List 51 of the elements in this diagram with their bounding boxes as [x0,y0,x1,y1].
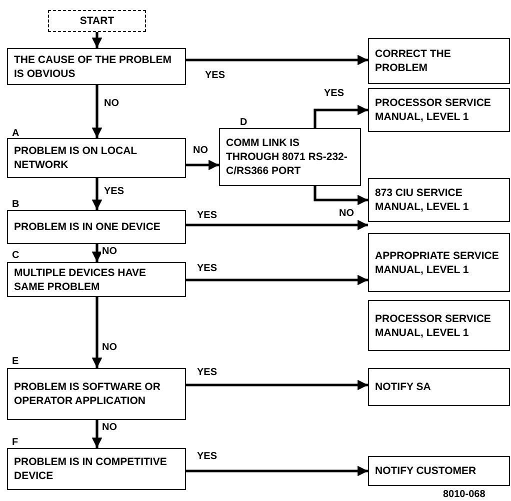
step-letter: D [240,117,248,128]
arrow [92,32,102,48]
process-box [368,88,510,132]
arrow [186,274,368,286]
box-text: NOTIFY SA [375,380,431,394]
arrow [92,420,102,448]
box-text: START [80,14,114,28]
process-box [368,456,510,486]
step-letter: A [12,128,20,139]
box-text: PROBLEM IS SOFTWARE OR OPERATOR APPLICATION [14,380,162,408]
arrow [186,54,368,66]
box-text: NOTIFY CUSTOMER [375,464,476,478]
arrow [186,466,368,476]
process-box [368,233,510,292]
arrow [186,160,219,170]
box-text: THE CAUSE OF THE PROBLEM IS OBVIOUS [14,52,173,80]
step-letter: E [12,356,19,367]
arrow [92,297,102,368]
process-box [368,368,510,406]
process-box [7,448,186,490]
box-text: 873 CIU SERVICE MANUAL, LEVEL 1 [375,186,470,214]
arrow [92,85,102,138]
box-text: CORRECT THE PROBLEM [375,47,452,75]
step-letter: F [12,437,18,448]
arrow [186,380,368,390]
process-box [219,128,361,186]
box-text: APPROPRIATE SERVICE MANUAL, LEVEL 1 [375,248,500,276]
process-box [368,38,510,84]
step-letter: B [12,199,20,210]
box-text: MULTIPLE DEVICES HAVE SAME PROBLEM [14,266,148,294]
box-text: COMM LINK IS THROUGH 8071 RS-232-C/RS366 PORT [226,136,348,178]
process-box [7,48,186,85]
box-text: PROBLEM IS ON LOCAL NETWORK [14,144,138,172]
box-text: PROBLEM IS IN ONE DEVICE [14,220,160,234]
box-text: PROBLEM IS IN COMPETITIVE DEVICE [14,455,168,483]
arrow [314,186,368,206]
process-box [7,368,186,420]
process-box [368,178,510,222]
process-box [7,210,186,244]
box-text: PROCESSOR SERVICE MANUAL, LEVEL 1 [375,312,492,340]
process-box [7,138,186,178]
arrow [92,178,102,210]
arrow [186,220,368,230]
step-letter: C [12,250,20,261]
box-text: PROCESSOR SERVICE MANUAL, LEVEL 1 [375,96,492,124]
start-terminal [48,10,146,32]
figure-number: 8010-068 [443,489,486,501]
process-box [368,300,510,351]
arrow [314,104,368,128]
arrow [92,244,102,262]
process-box [7,262,186,297]
